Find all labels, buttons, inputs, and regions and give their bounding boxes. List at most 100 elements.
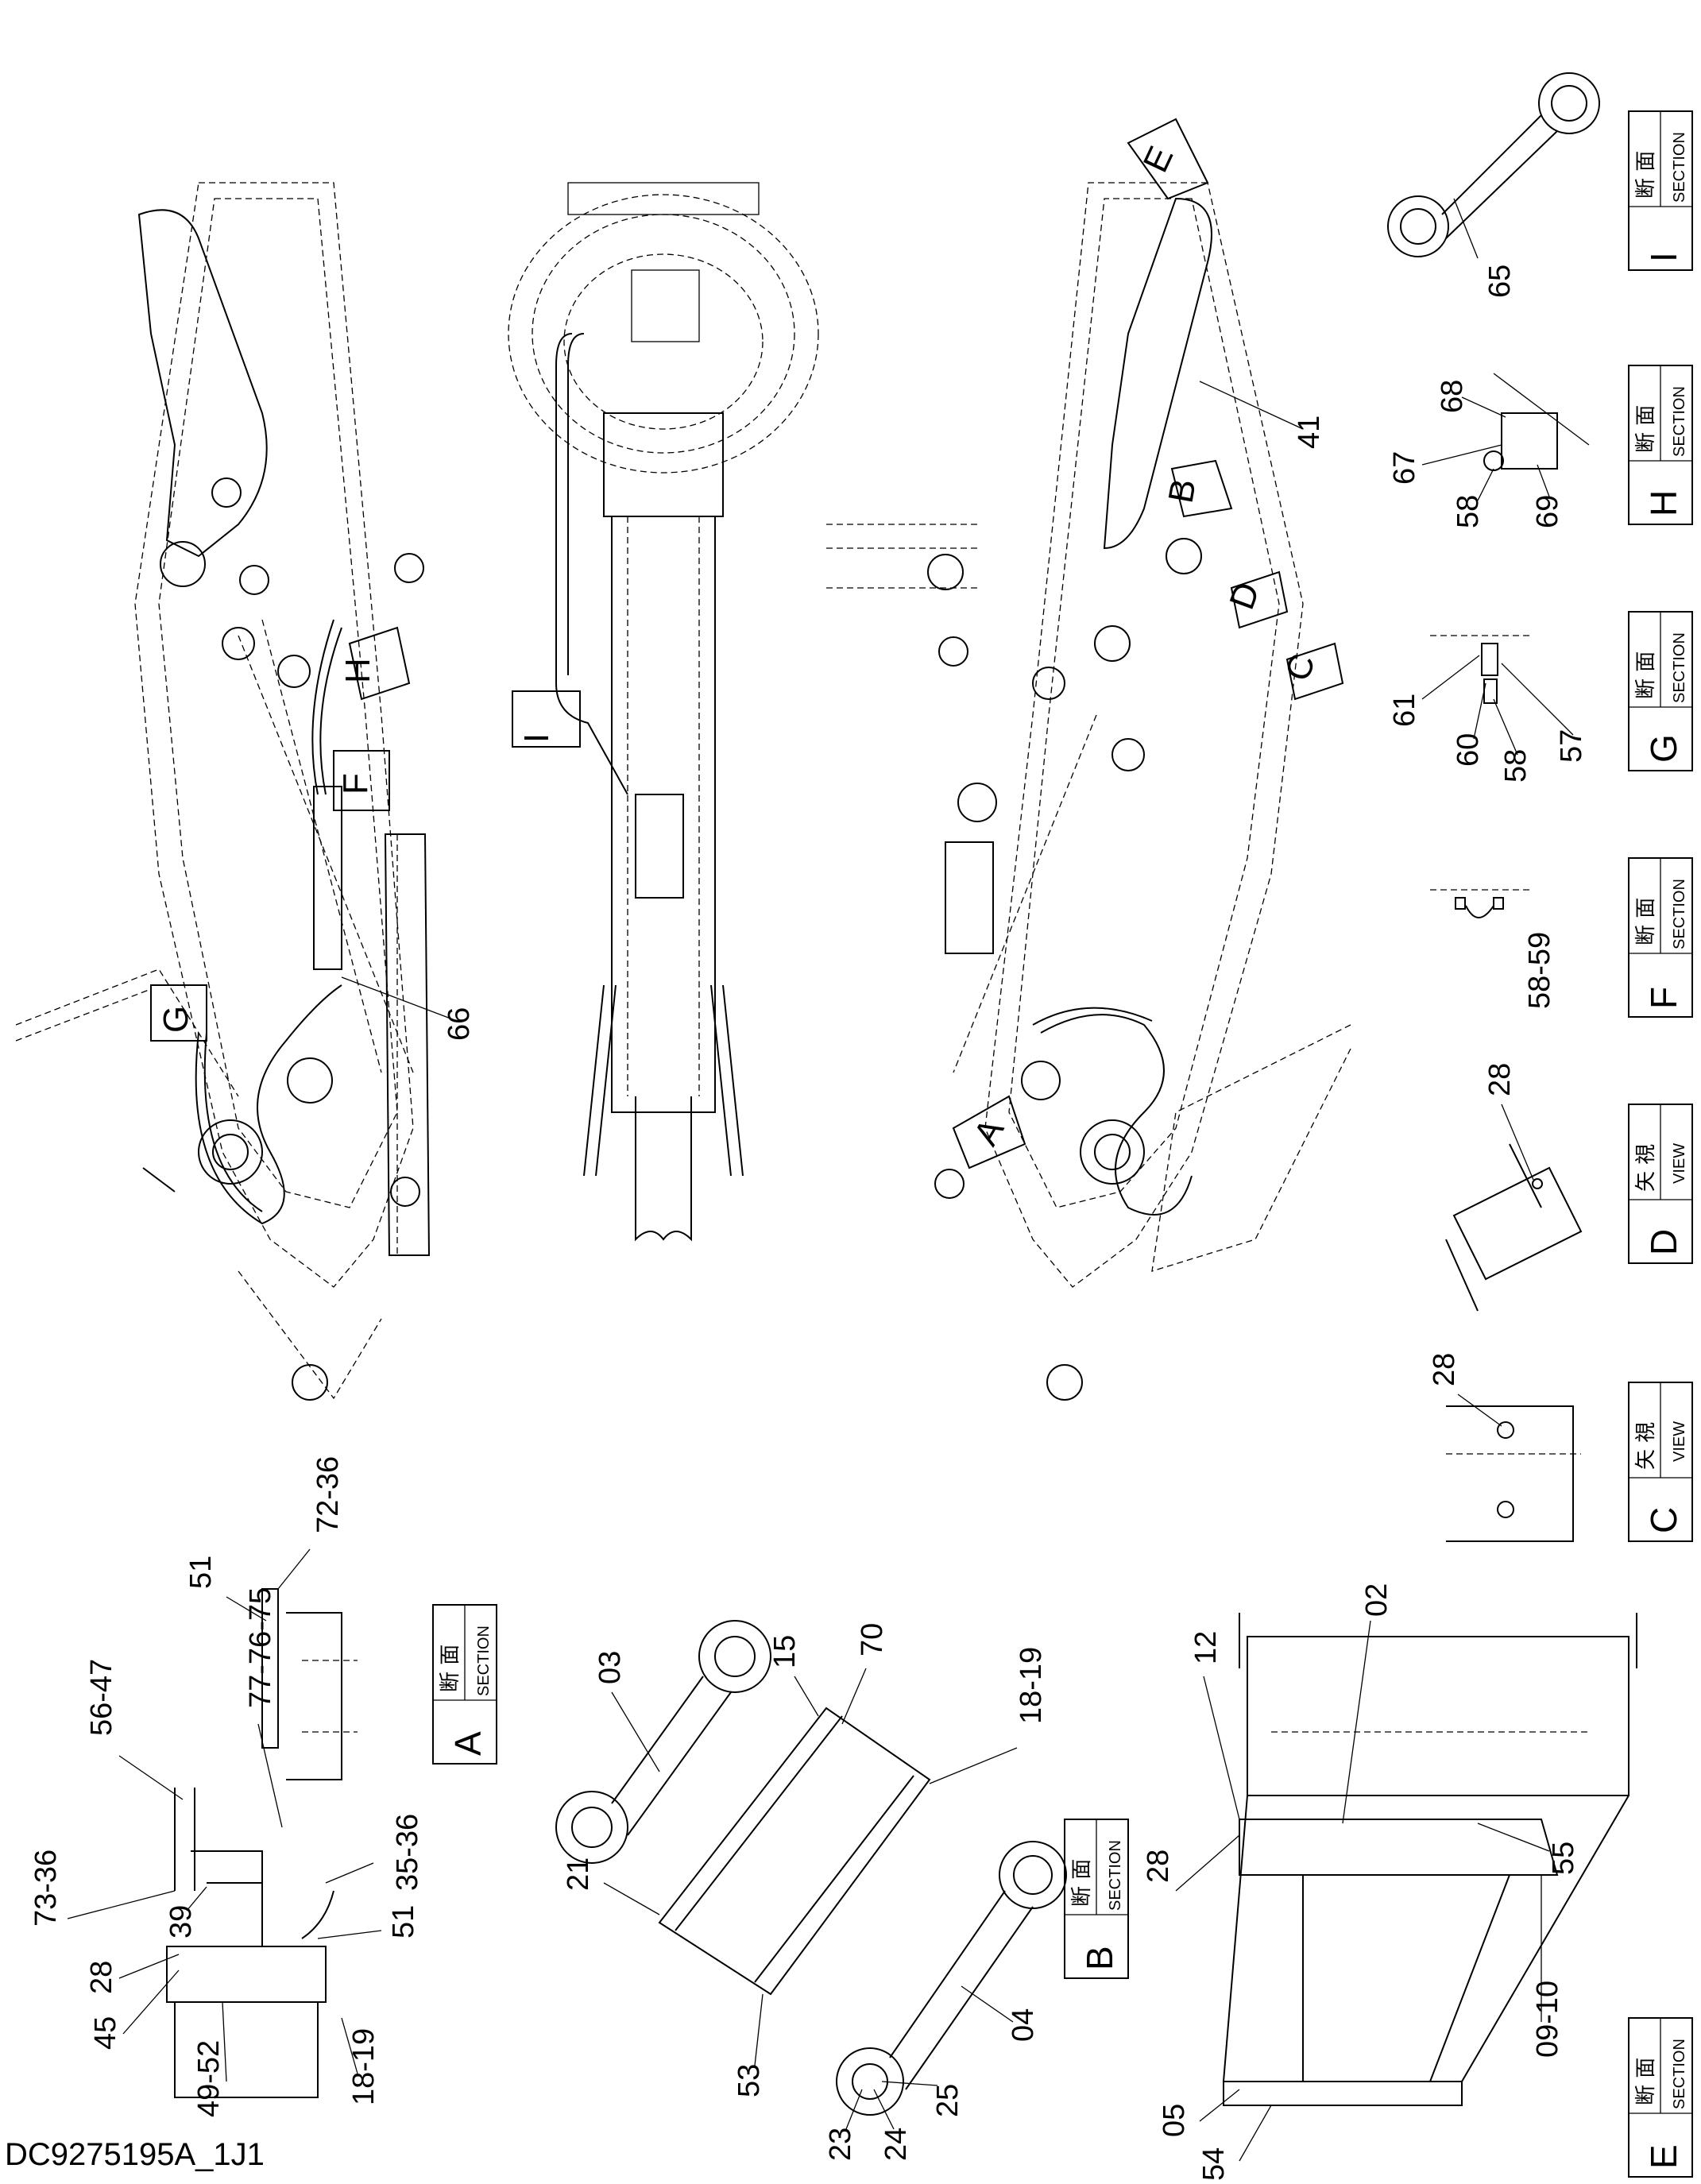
svg-text:断 面: 断 面 [1634, 405, 1658, 453]
svg-text:SECTION: SECTION [1671, 132, 1688, 203]
detail-section-h [1483, 373, 1590, 471]
label-15: 15 [768, 1635, 802, 1668]
label-09-10: 09-10 [1531, 1981, 1564, 2058]
label-55: 55 [1547, 1842, 1580, 1875]
view-box-c: 矢 視 VIEW C [1628, 1382, 1693, 1542]
svg-text:矢 視: 矢 視 [1634, 1144, 1658, 1192]
svg-text:SECTION: SECTION [1671, 2039, 1688, 2109]
section-box-a: 断 面 SECTION A [432, 1604, 497, 1765]
label-53: 53 [733, 2064, 766, 2097]
svg-text:断 面: 断 面 [1634, 898, 1658, 945]
svg-text:A: A [966, 1112, 1011, 1152]
section-box-h: 断 面 SECTION H [1628, 365, 1693, 525]
label-77-76-75: 77-76-75 [244, 1587, 277, 1708]
view-arrow-i[interactable]: I [512, 690, 581, 748]
section-box-g: 断 面 SECTION G [1628, 611, 1693, 771]
detail-section-e [1223, 1613, 1637, 2106]
label-45: 45 [89, 2016, 122, 2050]
boom-left-side-view [15, 182, 431, 1401]
svg-text:断 面: 断 面 [1070, 1859, 1094, 1907]
svg-text:断 面: 断 面 [1634, 151, 1658, 199]
svg-text:C: C [1278, 649, 1323, 686]
label-39: 39 [164, 1905, 198, 1939]
label-03: 03 [593, 1651, 627, 1684]
label-51a: 51 [184, 1556, 218, 1589]
svg-text:G: G [157, 1006, 195, 1033]
detail-section-g [1430, 635, 1533, 704]
view-arrow-g[interactable]: G [150, 984, 207, 1042]
label-04: 04 [1007, 2008, 1040, 2042]
label-66: 66 [443, 1007, 476, 1041]
svg-text:断 面: 断 面 [1634, 651, 1658, 699]
svg-text:VIEW: VIEW [1671, 1143, 1688, 1184]
svg-text:A: A [447, 1731, 489, 1756]
label-51b: 51 [387, 1905, 420, 1939]
label-05: 05 [1158, 2104, 1191, 2137]
svg-text:I: I [517, 733, 556, 743]
svg-text:SECTION: SECTION [1671, 879, 1688, 949]
label-70: 70 [856, 1623, 889, 1656]
view-arrow-c[interactable]: C [1278, 642, 1344, 701]
view-box-d: 矢 視 VIEW D [1628, 1104, 1693, 1264]
section-box-i: 断 面 SECTION I [1628, 110, 1693, 271]
label-68: 68 [1436, 380, 1469, 413]
label-23: 23 [824, 2128, 857, 2161]
detail-section-b [555, 1620, 1067, 2116]
label-28e: 28 [1142, 1850, 1175, 1883]
label-12: 12 [1189, 1631, 1223, 1664]
svg-text:H: H [338, 658, 377, 683]
label-65: 65 [1483, 265, 1517, 298]
boom-center-top-view [508, 182, 819, 1242]
view-arrow-b[interactable]: B [1162, 459, 1233, 518]
view-arrow-f[interactable]: F [333, 750, 390, 811]
label-49-52: 49-52 [192, 2040, 226, 2117]
label-58-59: 58-59 [1523, 932, 1556, 1009]
label-24: 24 [879, 2128, 913, 2161]
svg-text:断 面: 断 面 [1634, 2058, 1658, 2105]
label-28a: 28 [85, 1961, 118, 1994]
boom-right-side-view [826, 182, 1351, 1401]
label-28d: 28 [1483, 1063, 1517, 1096]
label-35-36: 35-36 [391, 1814, 424, 1891]
part-labels: 65 68 67 58 69 61 60 58 57 58-59 28 28 4… [29, 198, 1588, 2181]
view-arrow-h[interactable]: H [338, 626, 411, 701]
svg-text:D: D [1643, 1229, 1684, 1255]
svg-text:矢 視: 矢 視 [1634, 1422, 1658, 1470]
label-02: 02 [1360, 1583, 1394, 1617]
section-box-b: 断 面 SECTION B [1064, 1819, 1129, 1979]
drawing-number: DC9275195A_1J1 [5, 2137, 265, 2172]
label-58: 58 [1452, 495, 1485, 528]
label-28c: 28 [1428, 1353, 1461, 1386]
label-61: 61 [1388, 694, 1421, 727]
label-21: 21 [562, 1857, 595, 1891]
section-box-f: 断 面 SECTION F [1628, 857, 1693, 1018]
svg-text:I: I [1643, 252, 1684, 262]
svg-text:SECTION: SECTION [475, 1625, 493, 1696]
section-box-e: 断 面 SECTION E [1628, 2017, 1693, 2178]
label-18-19b: 18-19 [1015, 1647, 1048, 1724]
label-72-36: 72-36 [311, 1456, 345, 1533]
label-57: 57 [1555, 729, 1588, 763]
svg-text:B: B [1079, 1946, 1120, 1970]
detail-view-c [1446, 1405, 1581, 1542]
label-73-36: 73-36 [29, 1850, 63, 1927]
label-60: 60 [1452, 733, 1485, 767]
detail-section-f [1430, 889, 1533, 918]
svg-text:SECTION: SECTION [1107, 1840, 1124, 1911]
svg-text:H: H [1643, 490, 1684, 516]
detail-section-i [1387, 72, 1600, 257]
svg-text:SECTION: SECTION [1671, 386, 1688, 457]
svg-text:F: F [336, 773, 375, 794]
label-18-19a: 18-19 [347, 2028, 381, 2105]
label-56-47: 56-47 [85, 1659, 118, 1736]
label-25: 25 [931, 2084, 965, 2117]
svg-text:E: E [1643, 2144, 1684, 2169]
svg-text:E: E [1136, 141, 1181, 178]
view-arrow-a[interactable]: A [952, 1095, 1026, 1169]
svg-text:VIEW: VIEW [1671, 1421, 1688, 1462]
label-69: 69 [1531, 495, 1564, 528]
view-arrow-e[interactable]: E [1127, 118, 1209, 200]
svg-text:G: G [1643, 734, 1684, 763]
svg-text:C: C [1643, 1507, 1684, 1533]
